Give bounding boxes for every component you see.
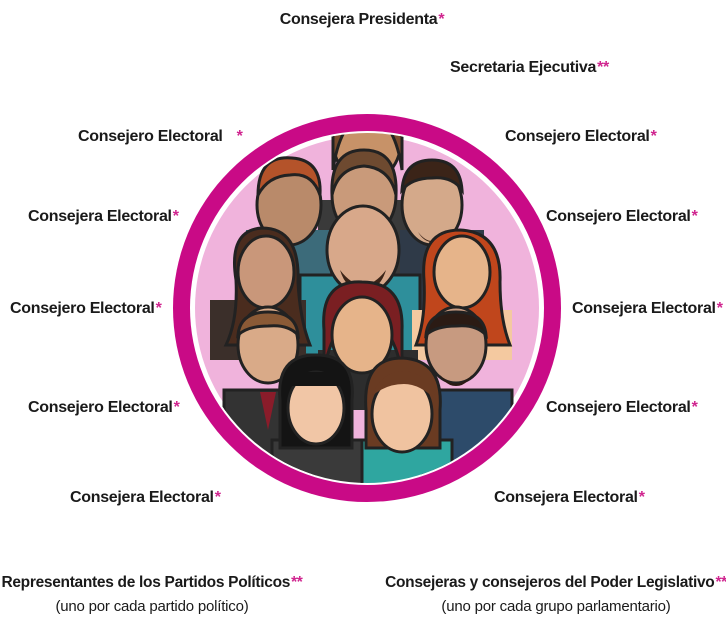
- label-text: Consejero Electoral: [505, 128, 650, 145]
- label-text: Consejera Electoral: [70, 489, 214, 506]
- label-legislativo-sub: (uno por cada grupo parlamentario): [441, 598, 671, 615]
- person-icon: [360, 356, 454, 483]
- asterisk-mark: *: [691, 208, 698, 225]
- asterisk-mark: *: [155, 300, 162, 317]
- label-text: Consejero Electoral: [28, 399, 173, 416]
- label-left-1: Consejero Electoral *: [78, 127, 243, 147]
- asterisk-mark: *: [236, 128, 243, 145]
- asterisk-mark: *: [638, 489, 645, 506]
- label-text: Consejera Electoral: [494, 489, 638, 506]
- people-group: [210, 133, 514, 483]
- label-partidos-politicos: Representantes de los Partidos Políticos…: [1, 573, 302, 593]
- asterisk-mark: **: [715, 574, 726, 591]
- asterisk-mark: **: [597, 59, 609, 76]
- label-right-4: Consejero Electoral*: [546, 398, 698, 418]
- label-left-3: Consejero Electoral*: [10, 299, 162, 319]
- label-poder-legislativo: Consejeras y consejeros del Poder Legisl…: [385, 573, 726, 593]
- label-left-4: Consejero Electoral*: [28, 398, 180, 418]
- asterisk-mark: *: [650, 128, 657, 145]
- label-text: Consejero Electoral: [78, 128, 223, 145]
- label-text: Representantes de los Partidos Políticos: [1, 574, 291, 591]
- label-consejera-presidenta: Consejera Presidenta*: [280, 10, 445, 30]
- label-secretaria-ejecutiva: Secretaria Ejecutiva**: [450, 58, 609, 78]
- label-partidos-sub: (uno por cada partido político): [55, 598, 249, 615]
- asterisk-mark: *: [173, 399, 180, 416]
- label-text: Consejero Electoral: [546, 208, 691, 225]
- label-right-2: Consejero Electoral*: [546, 207, 698, 227]
- label-left-5: Consejera Electoral*: [70, 488, 221, 508]
- asterisk-mark: *: [716, 300, 723, 317]
- asterisk-mark: *: [691, 399, 698, 416]
- label-text: Secretaria Ejecutiva: [450, 59, 597, 76]
- label-text: Consejera Electoral: [28, 208, 172, 225]
- label-left-2: Consejera Electoral*: [28, 207, 179, 227]
- asterisk-mark: *: [172, 208, 179, 225]
- asterisk-mark: *: [214, 489, 221, 506]
- label-text: Consejera Electoral: [572, 300, 716, 317]
- label-text: Consejero Electoral: [10, 300, 155, 317]
- asterisk-mark: **: [291, 574, 303, 591]
- label-right-3: Consejera Electoral*: [572, 299, 723, 319]
- label-text: Consejero Electoral: [546, 399, 691, 416]
- label-right-1: Consejero Electoral*: [505, 127, 657, 147]
- label-right-5: Consejera Electoral*: [494, 488, 645, 508]
- label-text: Consejera Presidenta: [279, 11, 438, 28]
- label-text: Consejeras y consejeros del Poder Legisl…: [385, 574, 715, 591]
- asterisk-mark: *: [438, 11, 445, 28]
